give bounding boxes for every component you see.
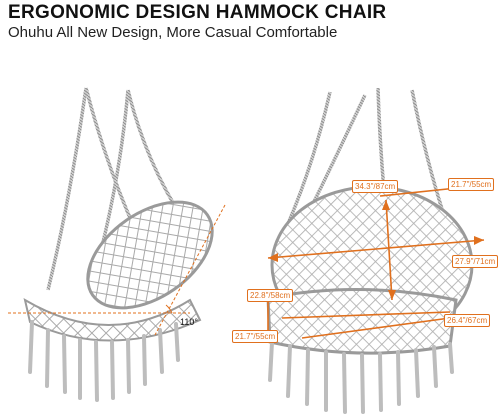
- right-chair-front-view: [266, 87, 485, 414]
- dimension-seat-width: 21.7"/55cm: [232, 330, 279, 343]
- dimension-seat-depth: 26.4"/67cm: [444, 314, 491, 327]
- left-chair-side-view: [8, 87, 226, 402]
- page-title: ERGONOMIC DESIGN HAMMOCK CHAIR: [8, 2, 387, 23]
- angle-label: 110°: [180, 317, 198, 327]
- dimension-frame-diameter: 27.9"/71cm: [452, 255, 499, 268]
- dimension-back-width: 21.7"/55cm: [448, 178, 495, 191]
- dimension-side-height: 22.8"/58cm: [247, 289, 294, 302]
- page-subtitle: Ohuhu All New Design, More Casual Comfor…: [8, 24, 338, 41]
- dimension-back-height: 34.3"/87cm: [352, 180, 399, 193]
